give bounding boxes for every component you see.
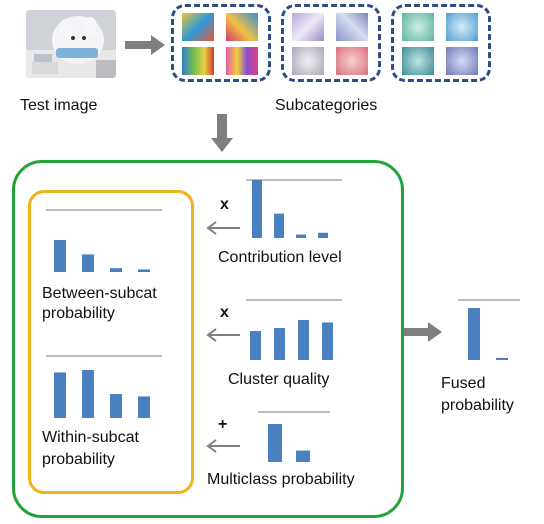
- multiclass-probability-chart: [258, 411, 330, 462]
- chart-bar: [318, 232, 328, 238]
- multiply-operator: x: [220, 304, 229, 321]
- chart-bar: [296, 234, 306, 238]
- multiclass-probability-label: Multiclass probability: [207, 471, 355, 488]
- arrow-down-icon: [211, 114, 233, 152]
- contribution-level-chart: [246, 179, 342, 238]
- subcategory-thumbnail: [336, 47, 368, 75]
- between-subcat-label-line2: probability: [42, 305, 115, 322]
- chart-bar: [110, 394, 122, 418]
- subcategory-thumbnail: [402, 13, 434, 41]
- arrow-left-icon: [206, 221, 240, 235]
- subcategory-thumbnail: [226, 13, 258, 41]
- chart-bar: [296, 450, 310, 462]
- subcategory-group-2: [281, 4, 381, 82]
- plus-operator: +: [218, 416, 228, 433]
- chart-bar: [298, 320, 309, 360]
- subcategory-thumbnail: [336, 13, 368, 41]
- between-subcat-probability-chart: [46, 209, 162, 272]
- test-image: [26, 10, 116, 78]
- subcategory-group-3: [391, 4, 491, 82]
- chart-bar: [274, 328, 285, 360]
- subcategory-probability-box: [28, 190, 194, 494]
- contribution-level-label: Contribution level: [218, 249, 342, 266]
- within-subcat-probability-chart: [46, 355, 162, 418]
- fusion-box: [12, 160, 404, 518]
- chart-bar: [138, 396, 150, 418]
- chart-bar: [138, 269, 150, 272]
- fused-probability-label-line2: probability: [441, 397, 514, 414]
- arrow-left-icon: [206, 328, 240, 342]
- subcategory-thumbnail: [402, 47, 434, 75]
- subcategory-thumbnail: [182, 47, 214, 75]
- chart-bar: [268, 424, 282, 462]
- arrow-right-icon: [404, 322, 442, 342]
- subcategory-thumbnail: [292, 13, 324, 41]
- chart-bar: [54, 372, 66, 418]
- within-subcat-label-line2: probability: [42, 451, 115, 468]
- chart-bar: [252, 180, 262, 238]
- fused-probability-label-line1: Fused: [441, 375, 486, 392]
- chart-bar: [496, 357, 508, 360]
- between-subcat-label-line1: Between-subcat: [42, 285, 157, 302]
- subcategory-thumbnail: [182, 13, 214, 41]
- chart-bar: [274, 213, 284, 238]
- arrow-right-icon: [125, 35, 165, 55]
- cluster-quality-label: Cluster quality: [228, 371, 330, 388]
- subcategories-label: Subcategories: [275, 97, 378, 114]
- arrow-left-icon: [206, 439, 240, 453]
- chart-bar: [82, 254, 94, 272]
- subcategory-thumbnail: [292, 47, 324, 75]
- chart-bar: [250, 331, 261, 360]
- chart-bar: [468, 308, 480, 360]
- fused-probability-chart: [458, 299, 520, 360]
- subcategory-thumbnail: [446, 47, 478, 75]
- within-subcat-label-line1: Within-subcat: [42, 429, 139, 446]
- chart-bar: [322, 322, 333, 360]
- chart-bar: [54, 240, 66, 272]
- subcategory-thumbnail: [226, 47, 258, 75]
- chart-bar: [110, 268, 122, 272]
- cluster-quality-chart: [246, 299, 342, 360]
- subcategory-thumbnail: [446, 13, 478, 41]
- subcategory-group-1: [171, 4, 271, 82]
- test-image-label: Test image: [20, 97, 98, 114]
- multiply-operator: x: [220, 196, 229, 213]
- chart-bar: [82, 370, 94, 418]
